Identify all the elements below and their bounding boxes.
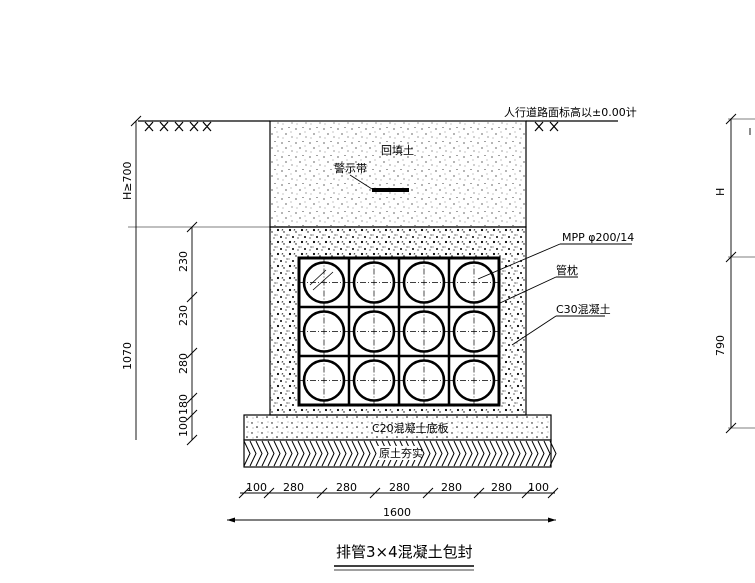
right-dim-790: 790 bbox=[714, 335, 727, 356]
bottom-dim-ticks bbox=[238, 487, 559, 499]
surface-soil-hatch-right bbox=[534, 121, 559, 132]
pipe-grid bbox=[297, 256, 501, 407]
backfill-label: 回填土 bbox=[381, 143, 414, 157]
vdim-230-a: 230 bbox=[177, 251, 190, 272]
encasement-label: C30混凝土 bbox=[556, 302, 611, 316]
cover-depth-tick-top bbox=[130, 115, 142, 127]
hdim-100-left: 100 bbox=[246, 481, 267, 494]
warning-tape-label: 警示带 bbox=[334, 161, 367, 175]
ground-level-label: 人行道路面标高以±0.00计 bbox=[504, 105, 637, 119]
spacer-label-leader bbox=[499, 276, 557, 304]
total-width-arrow-left bbox=[227, 517, 235, 523]
pipe-section-hatch bbox=[309, 269, 334, 291]
vdim-100: 100 bbox=[177, 416, 190, 437]
hdim-280-1: 280 bbox=[283, 481, 304, 494]
total-width-arrow-right bbox=[548, 517, 556, 523]
vdim-280: 280 bbox=[177, 353, 190, 374]
c20-base-slab bbox=[243, 414, 552, 441]
backfill-zone bbox=[269, 120, 527, 228]
warning-tape-leader bbox=[349, 174, 373, 190]
vdim-230-b: 230 bbox=[177, 305, 190, 326]
base-slab-label: C20混凝土底板 bbox=[372, 421, 449, 435]
hdim-100-right: 100 bbox=[528, 481, 549, 494]
hdim-280-2: 280 bbox=[336, 481, 357, 494]
surface-soil-hatch-left bbox=[144, 121, 212, 132]
pipe-label: MPP φ200/14 bbox=[562, 231, 634, 244]
hdim-280-3: 280 bbox=[389, 481, 410, 494]
spacer-label: 管枕 bbox=[556, 263, 578, 277]
vdim-180: 180 bbox=[177, 394, 190, 415]
encasement-label-leader bbox=[511, 315, 557, 346]
hdim-280-4: 280 bbox=[441, 481, 462, 494]
warning-tape bbox=[372, 188, 409, 192]
cover-depth-label: H≥700 bbox=[121, 162, 134, 200]
right-dim-H: H bbox=[714, 188, 727, 196]
total-width-label: 1600 bbox=[383, 506, 411, 519]
subgrade-label: 原土夯实 bbox=[379, 446, 423, 460]
subgrade-label-bg bbox=[377, 446, 419, 460]
total-height-label: 1070 bbox=[121, 342, 134, 370]
pipe-label-leader bbox=[477, 243, 561, 280]
hdim-280-5: 280 bbox=[491, 481, 512, 494]
drawing-title: 排管3×4混凝土包封 bbox=[336, 543, 473, 561]
segment-dim-ticks bbox=[186, 221, 198, 446]
